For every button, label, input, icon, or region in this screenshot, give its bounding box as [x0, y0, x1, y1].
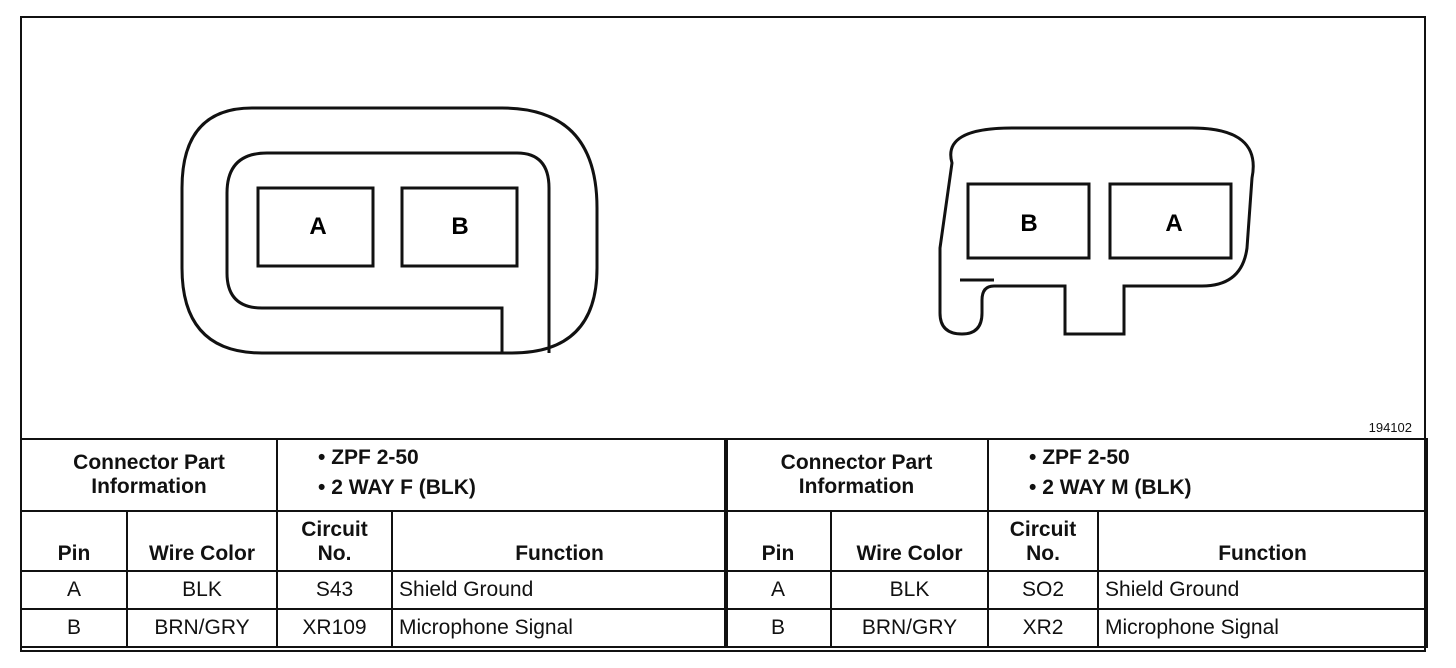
pin-cell: A	[20, 570, 128, 610]
right-connector-table: Connector Part Information • ZPF 2-50 • …	[723, 438, 1429, 648]
function-cell: Microphone Signal	[1097, 608, 1429, 648]
wire-color-cell: BRN/GRY	[829, 608, 990, 648]
table-row: A BLK S43 Shield Ground	[20, 570, 729, 610]
right-cavity-1	[966, 182, 1091, 260]
right-cavity-2	[1108, 182, 1233, 260]
wire-color-cell: BLK	[125, 570, 279, 610]
col-header-wire-color: Wire Color	[829, 510, 990, 572]
table-row: B BRN/GRY XR2 Microphone Signal	[724, 608, 1429, 648]
table-row: A BLK SO2 Shield Ground	[724, 570, 1429, 610]
wire-color-cell: BRN/GRY	[125, 608, 279, 648]
connector-drawings: A B B A	[180, 106, 1255, 355]
part-info-label: Connector Part Information	[19, 438, 279, 512]
part-info-values: • ZPF 2-50 • 2 WAY M (BLK)	[987, 438, 1429, 512]
col-header-wire-color: Wire Color	[125, 510, 279, 572]
header-row: Pin Wire Color Circuit No. Function	[20, 510, 729, 572]
left-connector-table: Connector Part Information • ZPF 2-50 • …	[19, 438, 729, 648]
left-connector-face	[180, 106, 599, 355]
part-info-line: • ZPF 2-50	[1029, 446, 1130, 469]
part-info-line: • ZPF 2-50	[318, 446, 419, 469]
col-header-circuit: Circuit No.	[987, 510, 1100, 572]
function-cell: Shield Ground	[391, 570, 729, 610]
part-info-label: Connector Part Information	[723, 438, 990, 512]
left-pin-label-2: B	[451, 213, 468, 240]
right-pin-label-2: A	[1165, 210, 1182, 237]
function-cell: Shield Ground	[1097, 570, 1429, 610]
left-connector-inner-shell	[225, 151, 551, 353]
circuit-cell: XR109	[276, 608, 394, 648]
header-row: Pin Wire Color Circuit No. Function	[724, 510, 1429, 572]
diagram-frame: A B B A 194102 Connector Part Informatio…	[19, 16, 1429, 652]
function-cell: Microphone Signal	[391, 608, 729, 648]
pin-cell: A	[724, 570, 832, 610]
col-header-function: Function	[1097, 510, 1429, 572]
left-connector-outer-shell	[180, 106, 599, 355]
pin-cell: B	[724, 608, 832, 648]
part-info-row: Connector Part Information • ZPF 2-50 • …	[723, 438, 1429, 512]
col-header-pin: Pin	[724, 510, 832, 572]
right-connector-outer-shell	[938, 126, 1255, 336]
part-info-row: Connector Part Information • ZPF 2-50 • …	[19, 438, 729, 512]
part-info-values: • ZPF 2-50 • 2 WAY F (BLK)	[276, 438, 729, 512]
table-row: B BRN/GRY XR109 Microphone Signal	[20, 608, 729, 648]
wire-color-cell: BLK	[829, 570, 990, 610]
right-connector-face	[938, 126, 1255, 336]
col-header-circuit: Circuit No.	[276, 510, 394, 572]
left-pin-label-1: A	[309, 213, 326, 240]
col-header-function: Function	[391, 510, 729, 572]
pin-cell: B	[20, 608, 128, 648]
circuit-cell: XR2	[987, 608, 1100, 648]
part-info-line: • 2 WAY F (BLK)	[318, 476, 476, 499]
part-info-line: • 2 WAY M (BLK)	[1029, 476, 1192, 499]
figure-number: 194102	[1368, 420, 1412, 435]
col-header-pin: Pin	[20, 510, 128, 572]
right-pin-label-1: B	[1020, 210, 1037, 237]
left-cavity-1	[256, 186, 375, 268]
circuit-cell: S43	[276, 570, 394, 610]
circuit-cell: SO2	[987, 570, 1100, 610]
left-cavity-2	[400, 186, 519, 268]
